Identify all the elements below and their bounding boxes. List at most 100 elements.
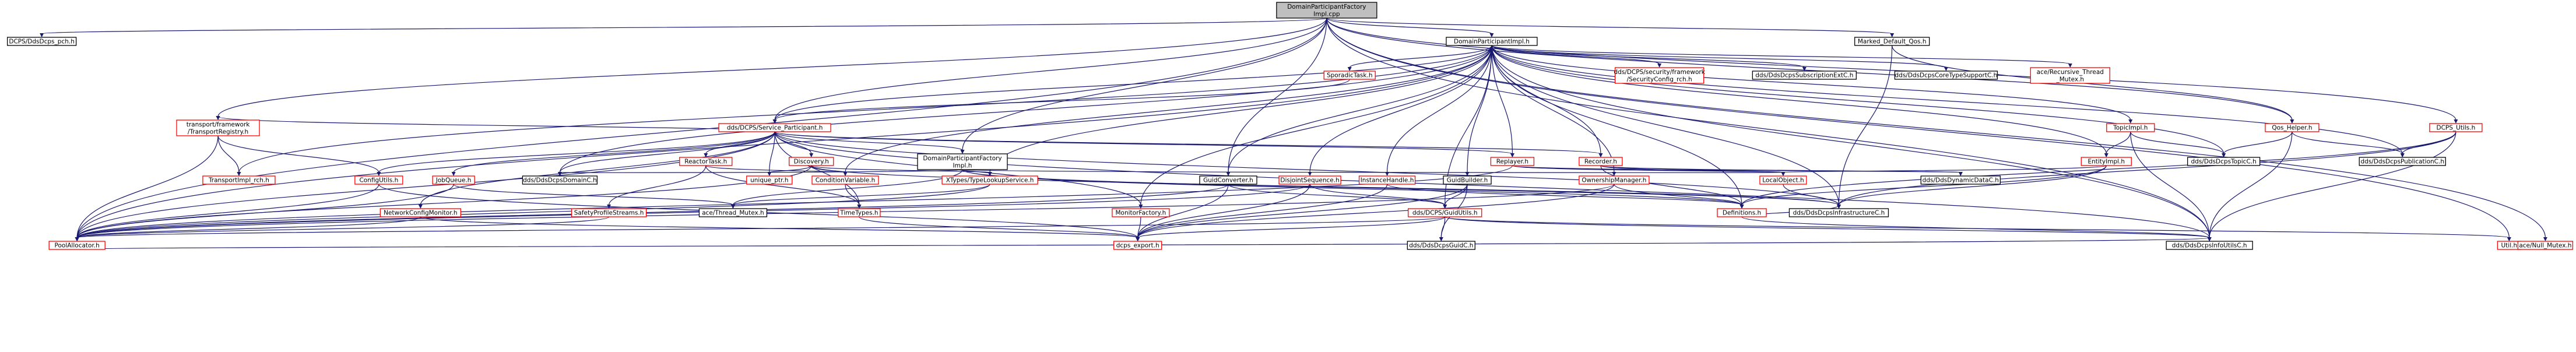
node-dpi[interactable]: DomainParticipantImpl.h <box>1446 37 1538 46</box>
node-box[interactable] <box>1276 2 1377 19</box>
node-box[interactable] <box>746 175 793 185</box>
node-box[interactable] <box>1278 175 1341 185</box>
node-xtypes[interactable]: XTypes/TypeLookupService.h <box>941 175 1038 185</box>
node-box[interactable] <box>2265 123 2320 132</box>
node-box[interactable] <box>811 175 879 185</box>
node-monfactory[interactable]: MonitorFactory.h <box>1112 208 1170 217</box>
node-box[interactable] <box>941 175 1038 185</box>
node-dcpsutils[interactable]: DCPS_Utils.h <box>2429 123 2483 132</box>
node-box[interactable] <box>522 175 598 185</box>
node-guidutils[interactable]: dds/DCPS/GuidUtils.h <box>1408 208 1482 217</box>
node-svcpart[interactable]: dds/DCPS/Service_Participant.h <box>718 123 831 132</box>
node-box[interactable] <box>917 153 1008 170</box>
node-pubc[interactable]: dds/DdsDcpsPublicationC.h <box>2359 157 2446 166</box>
node-box[interactable] <box>571 208 647 217</box>
node-box[interactable] <box>202 175 276 185</box>
node-box[interactable] <box>789 157 834 166</box>
node-box[interactable] <box>1920 175 2001 185</box>
node-domainc[interactable]: dds/DdsDcpsDomainC.h <box>522 175 598 185</box>
node-box[interactable] <box>1113 241 1162 250</box>
node-netcfg[interactable]: NetworkConfigMonitor.h <box>379 208 461 217</box>
node-pch[interactable]: DCPS/DdsDcps_pch.h <box>6 37 77 46</box>
node-box[interactable] <box>1894 71 1998 80</box>
node-discovery[interactable]: Discovery.h <box>789 157 834 166</box>
node-box[interactable] <box>1759 175 1807 185</box>
node-box[interactable] <box>1443 175 1492 185</box>
node-infrac[interactable]: dds/DdsDcpsInfrastructureC.h <box>1788 208 1889 217</box>
node-condvar[interactable]: ConditionVariable.h <box>811 175 879 185</box>
node-box[interactable] <box>432 175 475 185</box>
node-dcpsexport[interactable]: dcps_export.h <box>1113 241 1162 250</box>
node-box[interactable] <box>2106 123 2155 132</box>
node-poolalloc[interactable]: PoolAllocator.h <box>48 241 106 250</box>
node-box[interactable] <box>2517 241 2574 250</box>
node-box[interactable] <box>1579 157 1623 166</box>
node-timetypes[interactable]: TimeTypes.h <box>838 208 881 217</box>
node-box[interactable] <box>1579 175 1650 185</box>
node-box[interactable] <box>1199 175 1257 185</box>
node-recorder[interactable]: Recorder.h <box>1579 157 1623 166</box>
node-box[interactable] <box>1788 208 1889 217</box>
node-acethread[interactable]: ace/Thread_Mutex.h <box>698 208 768 217</box>
node-box[interactable] <box>1407 241 1475 250</box>
node-box[interactable] <box>1614 67 1705 84</box>
node-box[interactable] <box>718 123 831 132</box>
node-box[interactable] <box>1752 71 1857 80</box>
node-box[interactable] <box>1112 208 1170 217</box>
node-box[interactable] <box>1717 208 1767 217</box>
node-box[interactable] <box>698 208 768 217</box>
node-qoshelper[interactable]: Qos_Helper.h <box>2265 123 2320 132</box>
node-transreg[interactable]: transport/framework/TransportRegistry.h <box>176 119 260 136</box>
node-box[interactable] <box>838 208 881 217</box>
node-localobj[interactable]: LocalObject.h <box>1759 175 1807 185</box>
node-box[interactable] <box>1854 37 1930 46</box>
node-guidbuilder[interactable]: GuidBuilder.h <box>1443 175 1492 185</box>
node-coretype[interactable]: dds/DdsDcpsCoreTypeSupportC.h <box>1894 71 1998 80</box>
node-sporadic[interactable]: SporadicTask.h <box>1323 71 1376 80</box>
node-configutils[interactable]: ConfigUtils.h <box>354 175 403 185</box>
node-box[interactable] <box>1358 175 1416 185</box>
node-util[interactable]: Util.h <box>2497 241 2521 250</box>
node-box[interactable] <box>1408 208 1482 217</box>
node-rtm[interactable]: ace/Recursive_Thread_Mutex.h <box>2030 67 2110 84</box>
node-guidc[interactable]: dds/DdsDcpsGuidC.h <box>1407 241 1475 250</box>
node-box[interactable] <box>379 208 461 217</box>
node-mdq[interactable]: Marked_Default_Qos.h <box>1854 37 1930 46</box>
node-box[interactable] <box>48 241 106 250</box>
edge-line <box>989 45 1492 173</box>
node-infoutils[interactable]: dds/DdsDcpsInfoUtilsC.h <box>2166 241 2253 250</box>
node-subext[interactable]: dds/DdsDcpsSubscriptionExtC.h <box>1752 71 1857 80</box>
node-dispseq[interactable]: DisjointSequence.h <box>1278 175 1341 185</box>
node-box[interactable] <box>6 37 77 46</box>
node-guidconv[interactable]: GuidConverter.h <box>1199 175 1257 185</box>
node-uniqueptr[interactable]: unique_ptr.h <box>746 175 793 185</box>
node-box[interactable] <box>176 119 260 136</box>
node-jobqueue[interactable]: JobQueue.h <box>432 175 475 185</box>
node-box[interactable] <box>679 157 733 166</box>
node-seccfg[interactable]: dds/DCPS/security/framework/SecurityConf… <box>1614 67 1706 84</box>
node-definitions[interactable]: Definitions.h <box>1717 208 1767 217</box>
node-insthandle[interactable]: InstanceHandle.h <box>1358 175 1416 185</box>
node-box[interactable] <box>354 175 403 185</box>
node-reactortask[interactable]: ReactorTask.h <box>679 157 733 166</box>
node-box[interactable] <box>2359 157 2446 166</box>
node-entityimpl[interactable]: EntityImpl.h <box>2081 157 2132 166</box>
node-dynamicdata[interactable]: dds/DdsDynamicDataC.h <box>1920 175 2001 185</box>
node-topicc[interactable]: dds/DdsDcpsTopicC.h <box>2187 157 2261 166</box>
node-replayer[interactable]: Replayer.h <box>1490 157 1535 166</box>
node-box[interactable] <box>2030 67 2110 84</box>
node-ownmgr[interactable]: OwnershipManager.h <box>1579 175 1650 185</box>
node-nullmutex[interactable]: ace/Null_Mutex.h <box>2517 241 2574 250</box>
node-box[interactable] <box>2187 157 2261 166</box>
node-box[interactable] <box>2166 241 2253 250</box>
node-topicimpl[interactable]: TopicImpl.h <box>2106 123 2155 132</box>
node-box[interactable] <box>2429 123 2483 132</box>
node-box[interactable] <box>1323 71 1376 80</box>
node-safetyprof[interactable]: SafetyProfileStreams.h <box>571 208 647 217</box>
node-box[interactable] <box>1490 157 1535 166</box>
node-transimpl[interactable]: TransportImpl_rch.h <box>202 175 276 185</box>
node-box[interactable] <box>2081 157 2132 166</box>
node-box[interactable] <box>1446 37 1538 46</box>
